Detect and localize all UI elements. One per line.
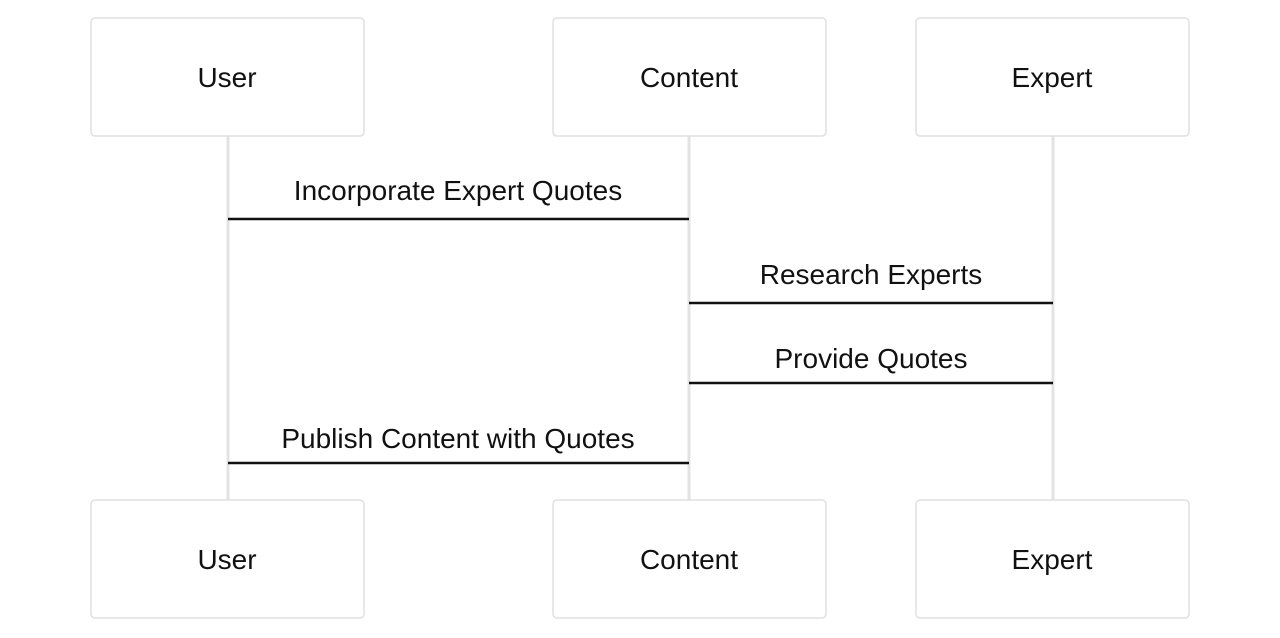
actor-label: User bbox=[197, 62, 256, 93]
message-research-experts: Research Experts bbox=[689, 259, 1053, 305]
message-provide-quotes: Provide Quotes bbox=[689, 343, 1053, 385]
actor-box bbox=[915, 17, 1190, 137]
actor-box bbox=[90, 499, 365, 619]
message-label: Research Experts bbox=[760, 259, 983, 290]
actor-bottom-user: User bbox=[90, 499, 365, 619]
actor-box bbox=[552, 499, 827, 619]
actor-label: Expert bbox=[1012, 544, 1093, 575]
actor-top-content: Content bbox=[552, 17, 827, 137]
actor-top-expert: Expert bbox=[915, 17, 1190, 137]
message-publish-content-with-quotes: Publish Content with Quotes bbox=[228, 423, 689, 465]
actor-bottom-expert: Expert bbox=[915, 499, 1190, 619]
actor-box bbox=[90, 17, 365, 137]
message-label: Incorporate Expert Quotes bbox=[294, 175, 622, 206]
actor-top-user: User bbox=[90, 17, 365, 137]
actor-label: User bbox=[197, 544, 256, 575]
message-incorporate-expert-quotes: Incorporate Expert Quotes bbox=[228, 175, 689, 221]
actor-label: Expert bbox=[1012, 62, 1093, 93]
actor-bottom-content: Content bbox=[552, 499, 827, 619]
message-label: Provide Quotes bbox=[775, 343, 968, 374]
message-label: Publish Content with Quotes bbox=[281, 423, 634, 454]
actor-label: Content bbox=[640, 62, 738, 93]
actor-box bbox=[552, 17, 827, 137]
actor-box bbox=[915, 499, 1190, 619]
actor-label: Content bbox=[640, 544, 738, 575]
